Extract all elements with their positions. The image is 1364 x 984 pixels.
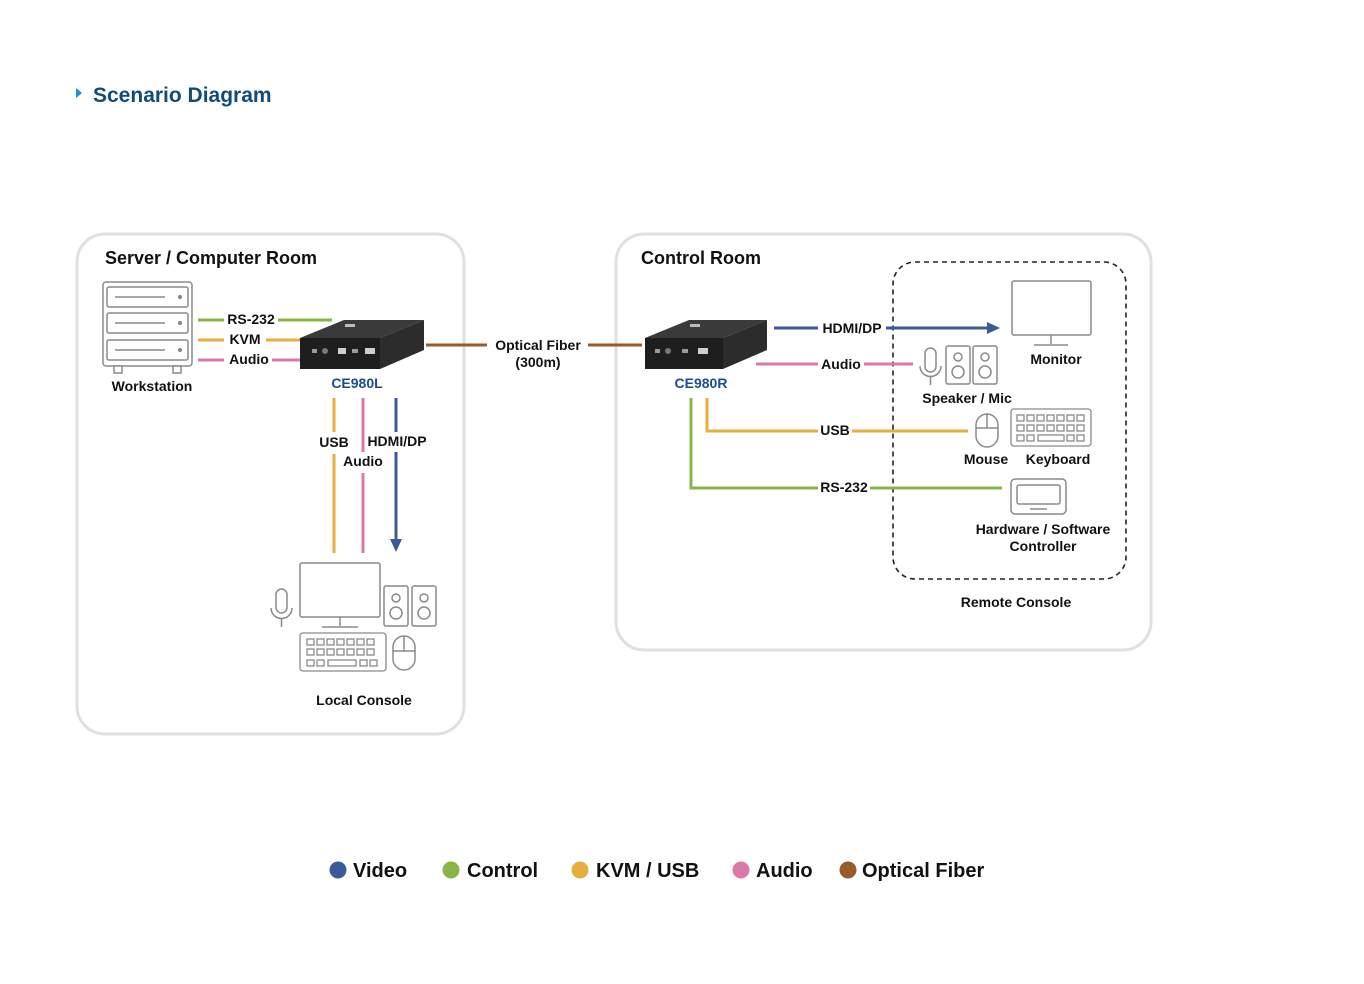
workstation-label: Workstation (112, 378, 193, 394)
legend-item-control: Control (442, 860, 538, 882)
rs232-left-label: RS-232 (227, 311, 275, 327)
hdmi-right-arrowhead (987, 322, 1000, 334)
local-mouse-icon (392, 635, 416, 671)
remote-keyboard-icon (1010, 408, 1092, 447)
controller-label-line1: Hardware / Software (976, 521, 1111, 537)
section-arrow-icon (76, 88, 82, 98)
monitor-label: Monitor (1030, 351, 1082, 367)
local-monitor-icon (299, 562, 381, 628)
server-room-box (75, 232, 466, 736)
ce980l-label: CE980L (331, 375, 383, 391)
server-room-title: Server / Computer Room (105, 248, 317, 268)
svg-text:Audio: Audio (756, 860, 813, 882)
ce980l-device-icon (300, 320, 424, 369)
legend-item-optical-fiber: Optical Fiber (839, 860, 984, 882)
legend-item-kvm-usb: KVM / USB (571, 860, 699, 882)
controller-label-line2: Controller (1010, 538, 1077, 554)
page-title: Scenario Diagram (93, 84, 272, 107)
remote-console-label: Remote Console (961, 594, 1072, 610)
usb-right-label: USB (820, 422, 850, 438)
local-speakers-icon (383, 585, 437, 627)
rs232-right-line-a (689, 398, 818, 490)
audio-left-label: Audio (229, 351, 269, 367)
page-header: Scenario Diagram (76, 84, 272, 108)
legend-item-audio: Audio (732, 860, 813, 882)
keyboard-label: Keyboard (1026, 451, 1091, 467)
remote-speakers-icon (945, 345, 998, 385)
remote-monitor-icon (1011, 280, 1092, 346)
legend: Video Control KVM / USB Audio Optical Fi… (329, 860, 984, 882)
server-rack-icon (102, 281, 193, 374)
hdmi-down-arrowhead (390, 539, 402, 552)
controller-icon (1010, 478, 1067, 515)
audio-right-label: Audio (821, 356, 861, 372)
svg-text:KVM / USB: KVM / USB (596, 860, 699, 882)
usb-down-label: USB (319, 434, 349, 450)
rs232-right-label: RS-232 (820, 479, 868, 495)
remote-mic-icon (919, 347, 942, 385)
ce980r-device-icon (645, 320, 767, 369)
audio-down-label: Audio (343, 453, 383, 469)
kvm-label: KVM (229, 331, 260, 347)
speaker-mic-label: Speaker / Mic (922, 390, 1012, 406)
svg-text:Optical Fiber: Optical Fiber (862, 860, 984, 882)
ce980r-label: CE980R (675, 375, 728, 391)
remote-console-box (892, 261, 1127, 580)
local-mic-icon (270, 588, 293, 627)
hdmi-down-label: HDMI/DP (367, 433, 426, 449)
svg-text:Video: Video (353, 860, 407, 882)
remote-mouse-icon (975, 413, 999, 448)
control-room-box (614, 232, 1153, 652)
usb-right-line-a (705, 398, 818, 433)
local-keyboard-icon (299, 632, 387, 672)
control-room-title: Control Room (641, 248, 761, 268)
fiber-label-line1: Optical Fiber (495, 337, 581, 353)
local-console-label: Local Console (316, 692, 412, 708)
svg-text:Control: Control (467, 860, 538, 882)
legend-item-video: Video (329, 860, 407, 882)
hdmi-right-label: HDMI/DP (822, 320, 881, 336)
fiber-label-line2: (300m) (515, 354, 560, 370)
mouse-label: Mouse (964, 451, 1009, 467)
